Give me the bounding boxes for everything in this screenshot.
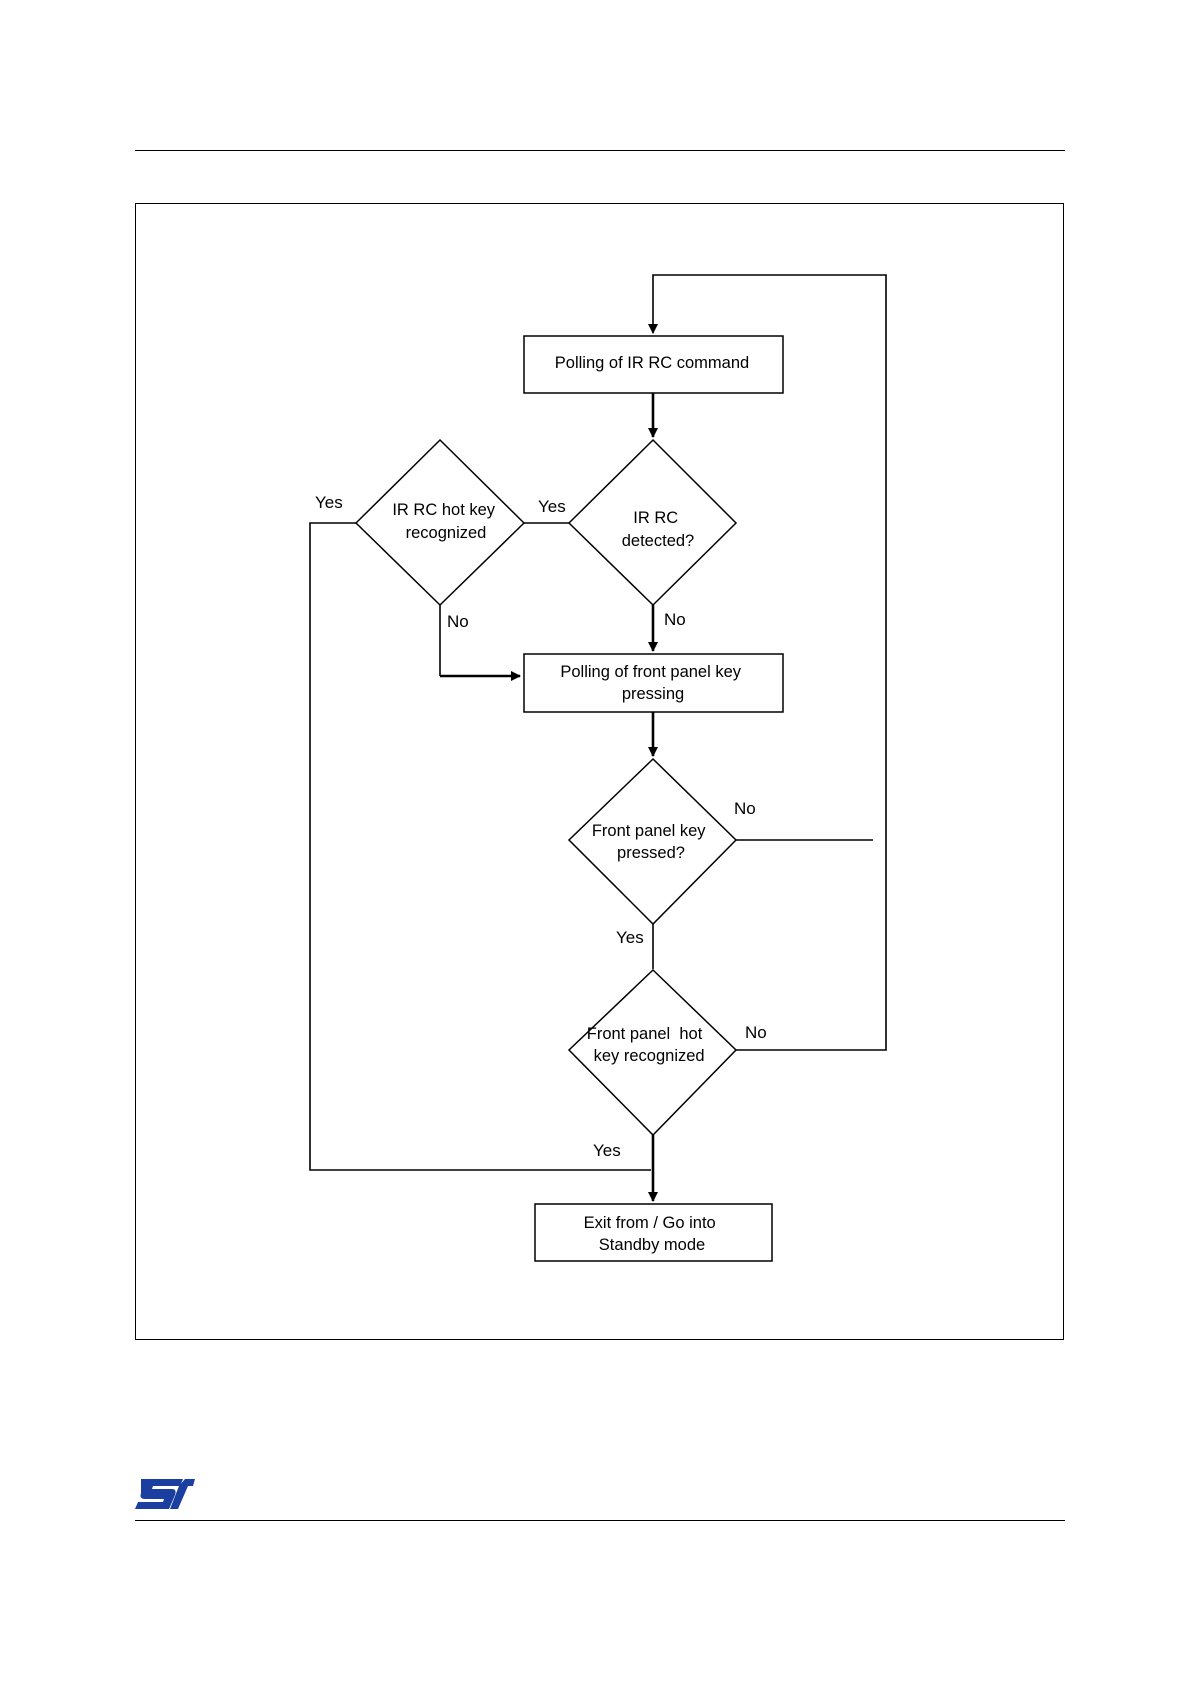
node-polling-front-line: Polling of front panel key (560, 663, 741, 681)
node-ir-hotkey-line: IR RC hot key (392, 501, 495, 519)
node-polling-ir-text: Polling of IR RC command (555, 354, 749, 372)
node-standby-line: Standby mode (599, 1236, 705, 1254)
node-front-hotkey-line: key recognized (594, 1047, 705, 1065)
node-front-hotkey-line: Front panel hot (587, 1025, 703, 1043)
edge-label-front-hotkey-no: No (745, 1023, 767, 1042)
node-ir-hotkey (356, 440, 524, 605)
node-ir-hotkey-line: recognized (406, 524, 487, 542)
edge-label-front-pressed-no: No (734, 799, 756, 818)
edge-label-front-pressed-yes: Yes (616, 928, 644, 947)
edge-label-ir-hotkey-no: No (447, 612, 469, 631)
st-logo-icon (135, 1479, 195, 1509)
node-front-pressed-line: pressed? (617, 844, 685, 862)
node-front-pressed-line: Front panel key (592, 822, 706, 840)
node-standby-line: Exit from / Go into (584, 1214, 716, 1232)
node-polling-front-line: pressing (622, 685, 684, 703)
edge-label-ir-hotkey-yes: Yes (315, 493, 343, 512)
edge-label-ir-detected-yes: Yes (538, 497, 566, 516)
edge-label-front-hotkey-yes: Yes (593, 1141, 621, 1160)
node-ir-detected-line: detected? (622, 532, 694, 550)
node-polling-ir-line: Polling of IR RC command (555, 354, 749, 372)
edge-label-ir-detected-no: No (664, 610, 686, 629)
node-front-pressed (569, 759, 736, 924)
node-ir-detected-line: IR RC (633, 509, 678, 527)
